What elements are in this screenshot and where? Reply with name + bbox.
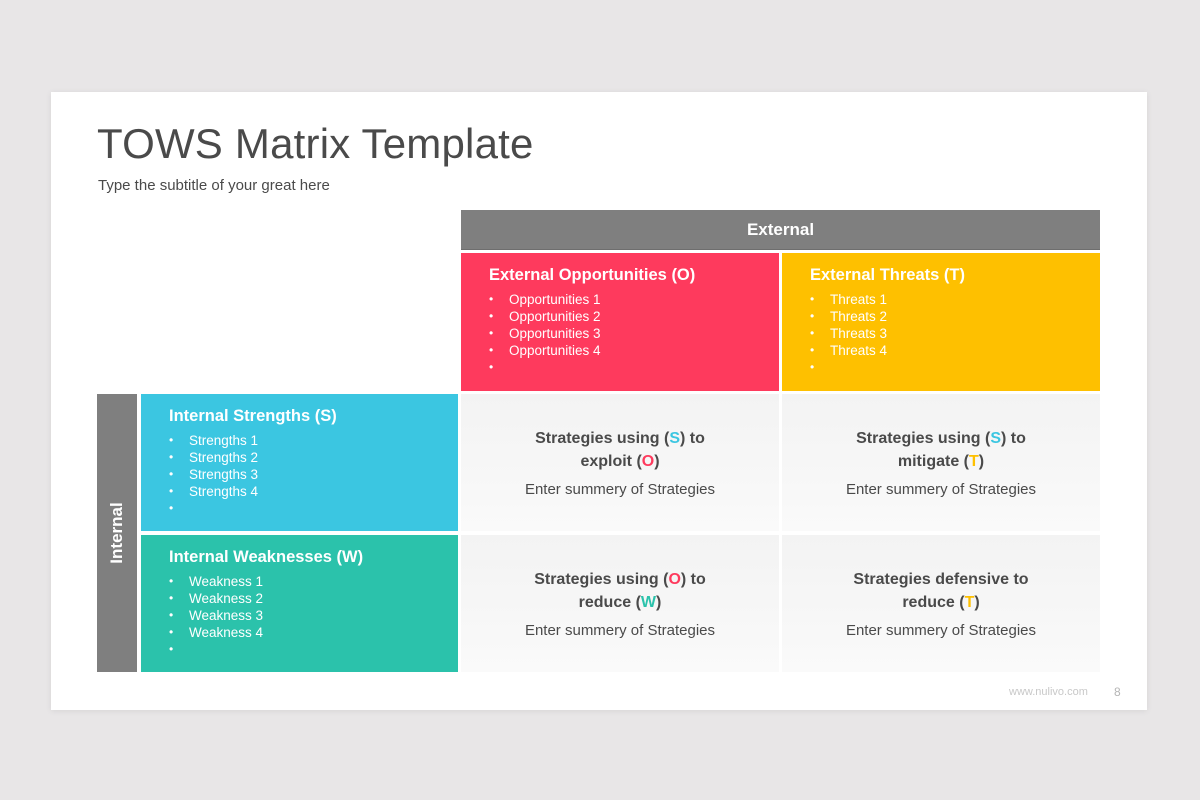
list-item — [489, 359, 779, 376]
opportunities-box: External Opportunities (O) Opportunities… — [461, 253, 779, 391]
strengths-letter: S — [990, 430, 1002, 447]
heading-text: Strategies defensive to reduce ( — [853, 571, 1029, 611]
st-strategy-heading: Strategies using (S) to mitigate (T) — [831, 427, 1051, 473]
list-item: Weakness 2 — [169, 590, 458, 607]
st-strategy-summary: Enter summery of Strategies — [845, 481, 1037, 498]
list-item: Threats 4 — [810, 342, 1100, 359]
threats-title: External Threats (T) — [810, 266, 965, 284]
heading-text: Strategies using ( — [534, 571, 669, 588]
opportunities-title: External Opportunities (O) — [489, 266, 696, 284]
page-number: 8 — [1114, 685, 1121, 699]
weaknesses-title: Internal Weaknesses (W) — [169, 548, 364, 566]
list-item: Strengths 4 — [169, 483, 458, 500]
wt-strategy-heading: Strategies defensive to reduce (T) — [831, 568, 1051, 614]
heading-text: ) to reduce ( — [578, 571, 706, 611]
heading-text: ) — [654, 453, 660, 470]
heading-text: ) — [974, 594, 980, 611]
threats-box: External Threats (T) Threats 1 Threats 2… — [782, 253, 1100, 391]
heading-text: Strategies using ( — [535, 430, 670, 447]
so-strategy-heading: Strategies using (S) to exploit (O) — [510, 427, 730, 473]
internal-label: Internal — [107, 502, 126, 564]
list-item — [810, 359, 1100, 376]
list-item: Weakness 1 — [169, 573, 458, 590]
heading-text: ) to mitigate ( — [897, 430, 1026, 470]
weaknesses-box: Internal Weaknesses (W) Weakness 1 Weakn… — [141, 535, 458, 672]
slide: TOWS Matrix Template Type the subtitle o… — [51, 92, 1147, 710]
weaknesses-letter: W — [640, 594, 657, 611]
strengths-list: Strengths 1 Strengths 2 Strengths 3 Stre… — [169, 432, 458, 517]
heading-text: ) — [978, 453, 985, 470]
list-item: Opportunities 2 — [489, 308, 779, 325]
list-item: Threats 2 — [810, 308, 1100, 325]
list-item: Threats 1 — [810, 291, 1100, 308]
heading-text: ) — [656, 594, 662, 611]
wo-strategy-summary: Enter summery of Strategies — [524, 622, 716, 639]
wo-strategy-heading: Strategies using (O) to reduce (W) — [510, 568, 730, 614]
so-strategy-cell: Strategies using (S) to exploit (O) Ente… — [461, 394, 779, 531]
strengths-letter: S — [669, 430, 681, 447]
external-header: External — [461, 210, 1100, 250]
heading-text: ) to exploit ( — [580, 430, 705, 470]
list-item: Strengths 1 — [169, 432, 458, 449]
wo-strategy-cell: Strategies using (O) to reduce (W) Enter… — [461, 535, 779, 672]
st-strategy-cell: Strategies using (S) to mitigate (T) Ent… — [782, 394, 1100, 531]
threats-list: Threats 1 Threats 2 Threats 3 Threats 4 — [810, 291, 1100, 376]
wt-strategy-cell: Strategies defensive to reduce (T) Enter… — [782, 535, 1100, 672]
list-item: Strengths 2 — [169, 449, 458, 466]
list-item — [169, 500, 458, 517]
page-subtitle: Type the subtitle of your great here — [98, 177, 330, 194]
heading-text: Strategies using ( — [856, 430, 991, 447]
strengths-box: Internal Strengths (S) Strengths 1 Stren… — [141, 394, 458, 531]
list-item: Opportunities 4 — [489, 342, 779, 359]
so-strategy-summary: Enter summery of Strategies — [524, 481, 716, 498]
opportunities-list: Opportunities 1 Opportunities 2 Opportun… — [489, 291, 779, 376]
footer-url: www.nulivo.com — [1009, 686, 1088, 698]
list-item: Strengths 3 — [169, 466, 458, 483]
threats-letter: T — [969, 453, 979, 470]
list-item: Threats 3 — [810, 325, 1100, 342]
strengths-title: Internal Strengths (S) — [169, 407, 337, 425]
list-item: Weakness 3 — [169, 607, 458, 624]
external-label: External — [746, 219, 815, 239]
list-item: Opportunities 3 — [489, 325, 779, 342]
weaknesses-list: Weakness 1 Weakness 2 Weakness 3 Weaknes… — [169, 573, 458, 658]
page-title: TOWS Matrix Template — [97, 120, 534, 167]
list-item: Opportunities 1 — [489, 291, 779, 308]
list-item: Weakness 4 — [169, 624, 458, 641]
opportunities-letter: O — [641, 453, 655, 470]
internal-header: Internal — [97, 394, 137, 672]
wt-strategy-summary: Enter summery of Strategies — [845, 622, 1037, 639]
list-item — [169, 641, 458, 658]
opportunities-letter: O — [668, 571, 681, 588]
threats-letter: T — [964, 594, 975, 611]
